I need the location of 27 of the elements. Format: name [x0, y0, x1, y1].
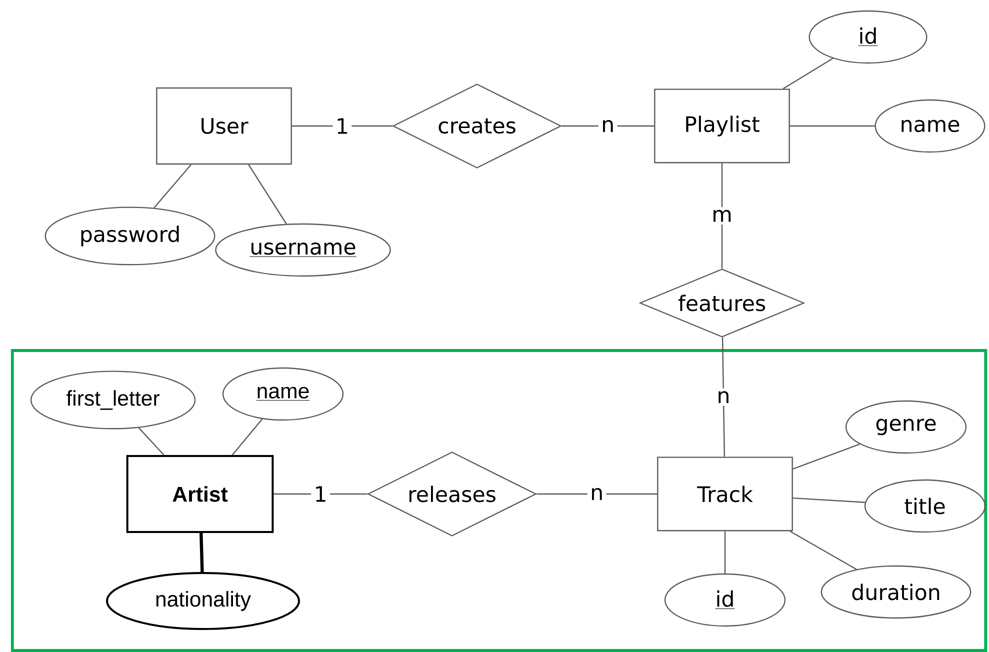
- connector-line: [138, 427, 164, 456]
- connector-line: [724, 531, 726, 574]
- connector-line: [792, 497, 865, 503]
- connector-line: [792, 444, 860, 470]
- entity-box: Playlist: [654, 88, 790, 164]
- connector-line: [790, 125, 875, 127]
- connector-line: [200, 532, 204, 572]
- connector-line: [562, 125, 654, 127]
- entity-box: User: [156, 87, 292, 165]
- cardinality-label: n: [587, 485, 606, 503]
- connector-line: [292, 125, 392, 127]
- connector-line: [248, 164, 287, 224]
- cardinality-label: m: [708, 207, 736, 224]
- connector-line: [154, 164, 192, 208]
- connector-line: [722, 337, 726, 457]
- entity-box: Track: [657, 456, 793, 532]
- connector-line: [232, 418, 263, 456]
- connector-line: [790, 530, 857, 570]
- entity-box: Artist: [126, 455, 274, 533]
- connector-line: [782, 58, 834, 90]
- cardinality-label: 1: [332, 116, 352, 136]
- group-frame: [10, 349, 988, 652]
- connector-line: [536, 493, 658, 495]
- cardinality-label: n: [714, 388, 733, 406]
- cardinality-label: n: [598, 117, 618, 135]
- cardinality-label: 1: [311, 484, 330, 504]
- connector-line: [274, 493, 368, 495]
